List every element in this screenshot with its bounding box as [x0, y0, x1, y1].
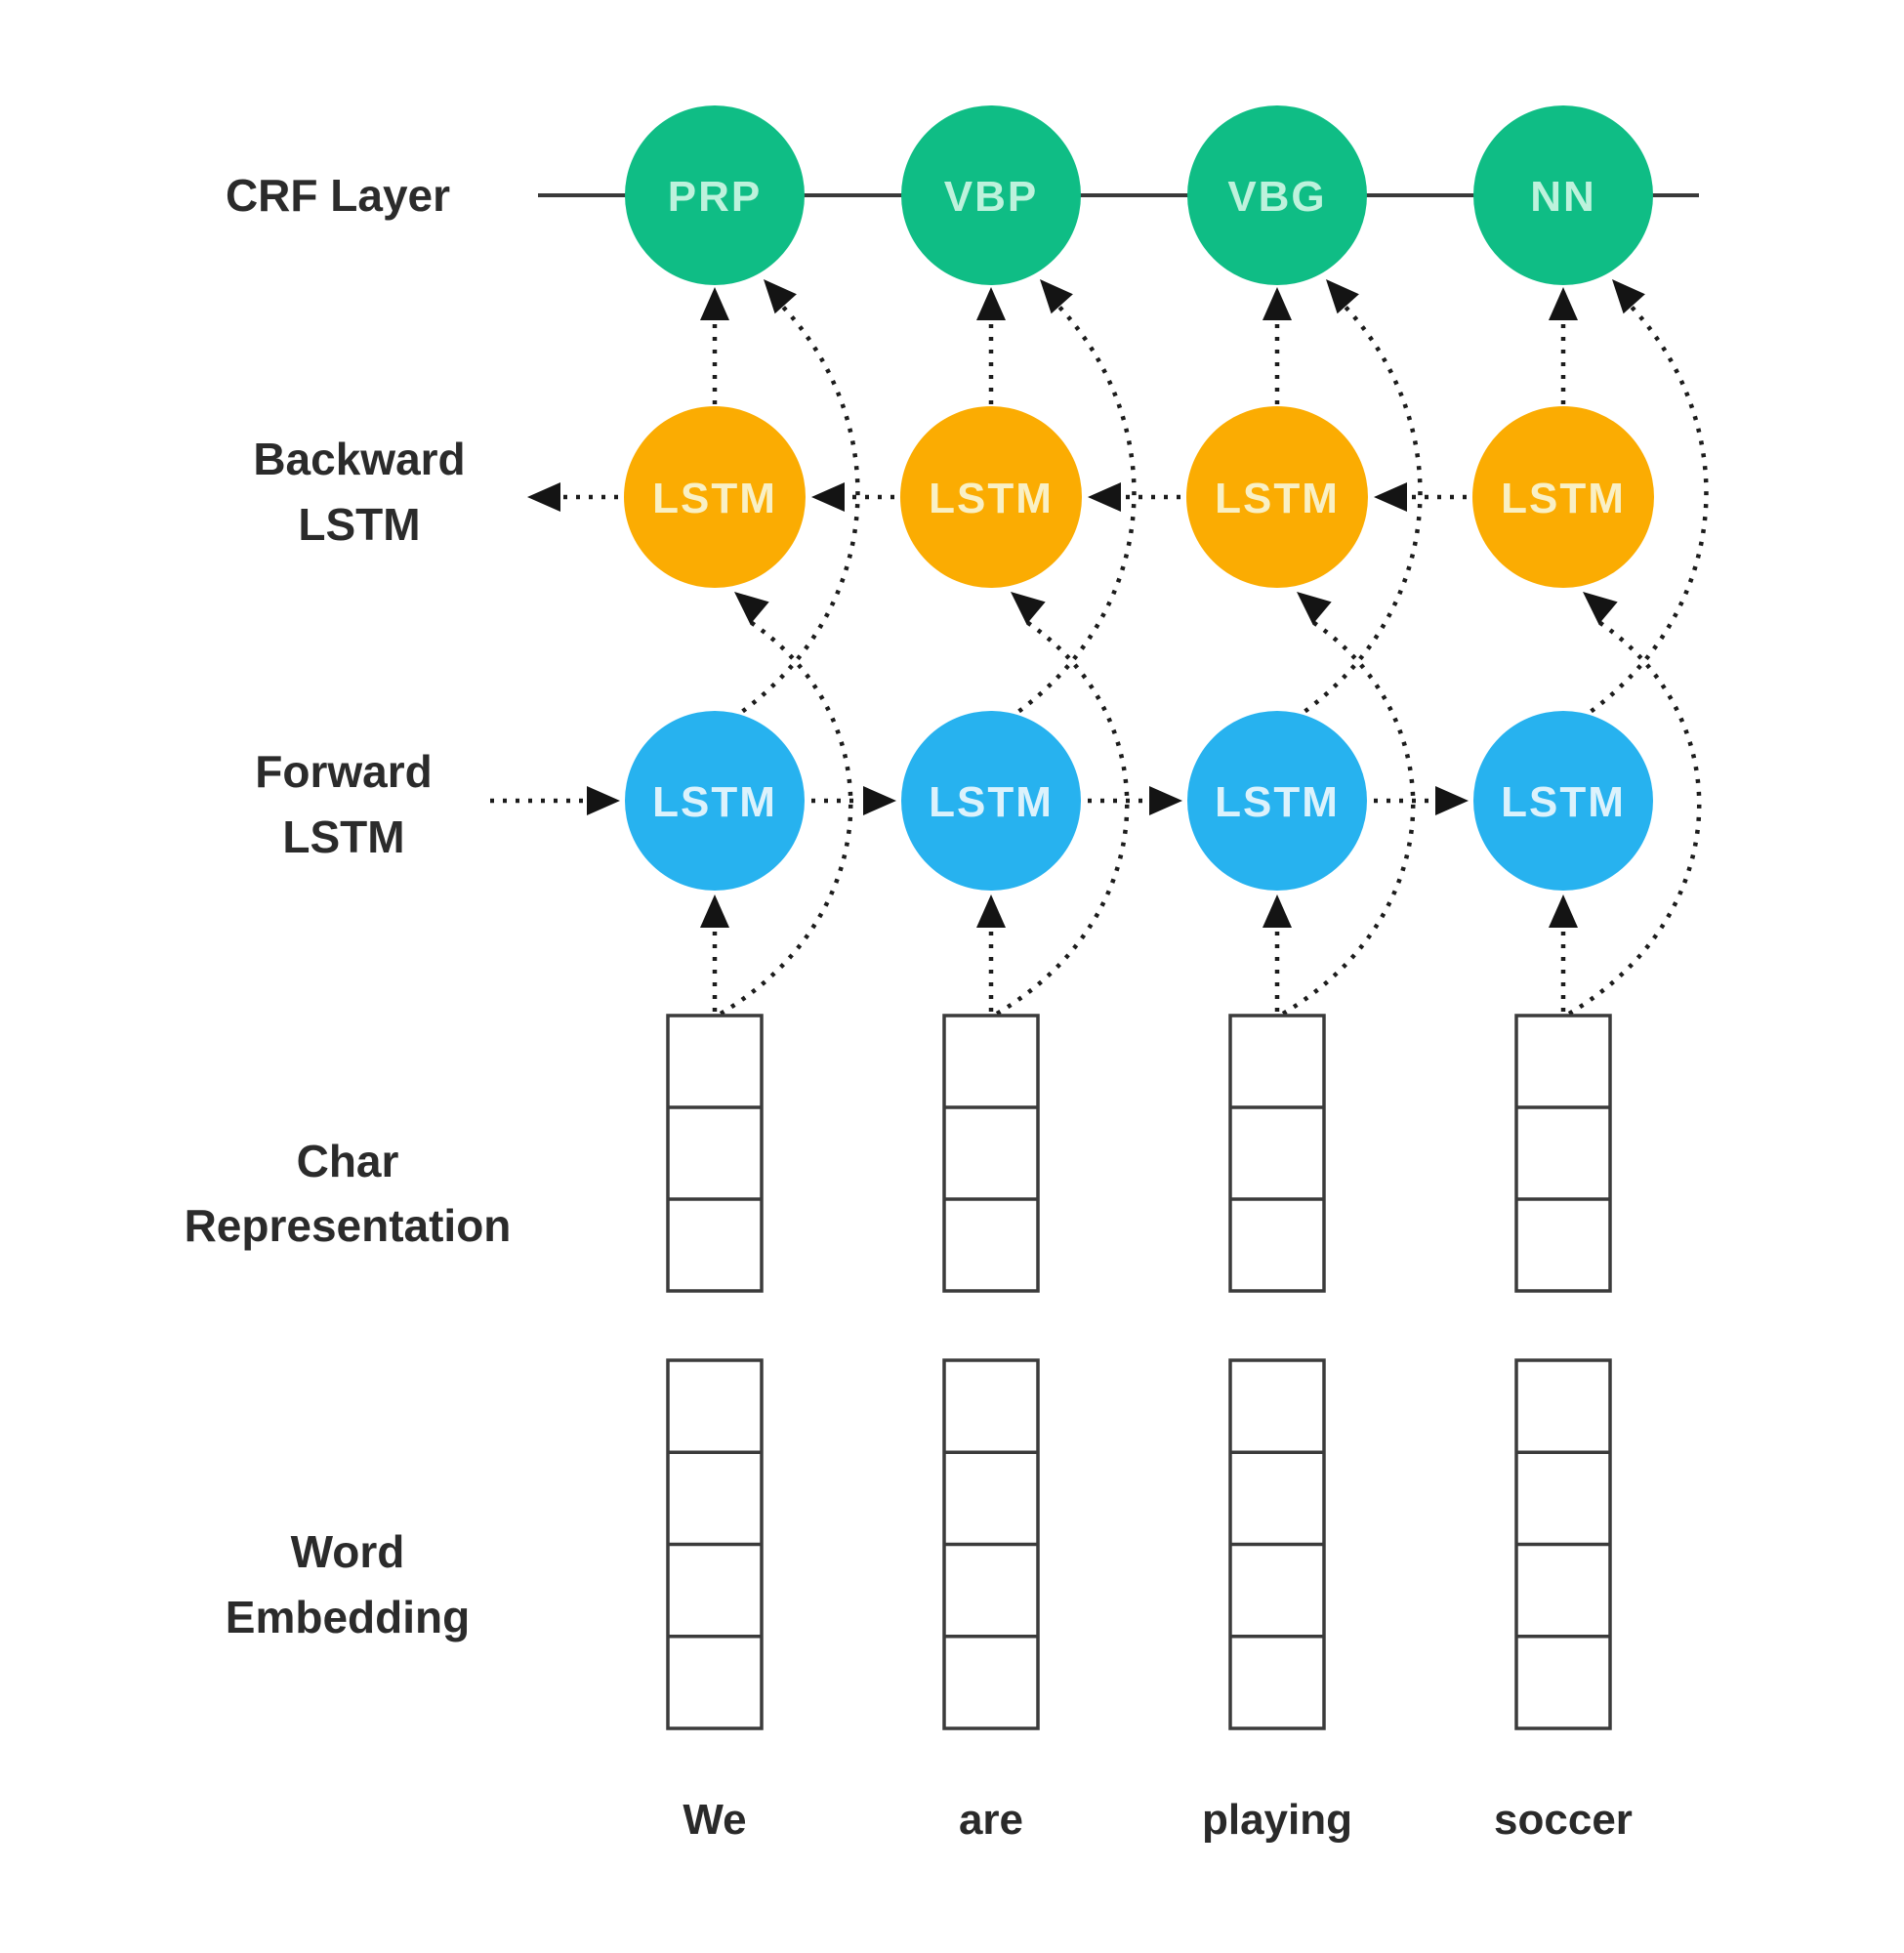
forward-lstm-label-line2: LSTM: [282, 811, 404, 862]
crf-node-tag-label: PRP: [668, 173, 762, 221]
char-to-backward-arrowhead: [734, 592, 769, 625]
backward-lstm-node: [1186, 406, 1368, 588]
crf-node-tag-label: NN: [1530, 173, 1596, 221]
backward-to-crf-arrowhead: [976, 287, 1006, 320]
forward-lstm-node: [901, 711, 1081, 891]
word-embedding-label-line1: Word: [291, 1526, 405, 1577]
char-to-forward-arrowhead: [976, 894, 1006, 928]
boxes-layer: [666, 1014, 1612, 1730]
forward-to-crf-arrowhead: [1040, 279, 1073, 314]
backward-lstm-label-line2: LSTM: [298, 499, 420, 550]
char-representation-box: [942, 1014, 1040, 1293]
backward-lstm-node-label: LSTM: [1501, 475, 1626, 522]
backward-to-crf-arrowhead: [1262, 287, 1292, 320]
backward-recurrent-arrowhead: [1374, 482, 1407, 512]
forward-lstm-node: [625, 711, 805, 891]
forward-recurrent-arrowhead: [1435, 786, 1469, 815]
forward-lstm-node: [1473, 711, 1653, 891]
crf-node-tag-label: VBP: [944, 173, 1038, 221]
forward-to-crf-arrowhead: [1326, 279, 1359, 314]
crf-layer-label: CRF Layer: [226, 170, 450, 221]
input-word-label: are: [959, 1796, 1023, 1844]
forward-lstm-node-label: LSTM: [652, 778, 777, 826]
char-to-backward-curve: [1281, 617, 1416, 1016]
char-to-backward-arrowhead: [1011, 592, 1046, 625]
forward-recurrent-arrowhead: [863, 786, 896, 815]
crf-node: [625, 105, 805, 285]
forward-lstm-node-label: LSTM: [929, 778, 1054, 826]
backward-recurrent-arrowhead: [1088, 482, 1121, 512]
forward-to-crf-arrowhead: [1612, 279, 1645, 314]
backward-lstm-node-label: LSTM: [929, 475, 1054, 522]
char-to-forward-arrowhead: [1262, 894, 1292, 928]
char-to-forward-arrowhead: [700, 894, 729, 928]
forward-lstm-node-label: LSTM: [1501, 778, 1626, 826]
connectors-layer: [490, 193, 1709, 1016]
forward-input-arrowhead: [587, 786, 620, 815]
backward-lstm-label-line1: Backward: [253, 434, 465, 484]
backward-output-arrowhead: [527, 482, 560, 512]
char-representation-box: [1514, 1014, 1612, 1293]
crf-node: [901, 105, 1081, 285]
backward-lstm-node-label: LSTM: [1215, 475, 1340, 522]
forward-to-crf-arrowhead: [764, 279, 797, 314]
forward-recurrent-arrowhead: [1149, 786, 1182, 815]
char-to-backward-arrowhead: [1583, 592, 1618, 625]
crf-node: [1187, 105, 1367, 285]
forward-lstm-node-label: LSTM: [1215, 778, 1340, 826]
backward-recurrent-arrowhead: [811, 482, 845, 512]
backward-to-crf-arrowhead: [1549, 287, 1578, 320]
char-to-backward-arrowhead: [1297, 592, 1332, 625]
input-word-label: We: [683, 1796, 746, 1844]
backward-lstm-node: [624, 406, 806, 588]
backward-lstm-node: [1472, 406, 1654, 588]
char-representation-box: [666, 1014, 764, 1293]
char-to-forward-arrowhead: [1549, 894, 1578, 928]
char-to-backward-curve: [995, 617, 1130, 1016]
backward-lstm-node: [900, 406, 1082, 588]
char-representation-box: [1228, 1014, 1326, 1293]
forward-lstm-node: [1187, 711, 1367, 891]
backward-to-crf-arrowhead: [700, 287, 729, 320]
crf-node-tag-label: VBG: [1227, 173, 1326, 221]
forward-lstm-label-line1: Forward: [255, 746, 432, 797]
crf-node: [1473, 105, 1653, 285]
word-embedding-label-line2: Embedding: [226, 1592, 470, 1642]
char-to-backward-curve: [1567, 617, 1702, 1016]
nodes-layer: PRP LSTM LSTM VBP LSTM LSTM VBG LSTM LSTM NN LSTM L…: [624, 105, 1654, 891]
char-to-backward-curve: [719, 617, 853, 1016]
char-representation-label-line2: Representation: [185, 1200, 512, 1251]
input-word-label: soccer: [1494, 1796, 1633, 1844]
input-word-label: playing: [1202, 1796, 1352, 1844]
char-representation-label-line1: Char: [297, 1136, 399, 1186]
backward-lstm-node-label: LSTM: [652, 475, 777, 522]
